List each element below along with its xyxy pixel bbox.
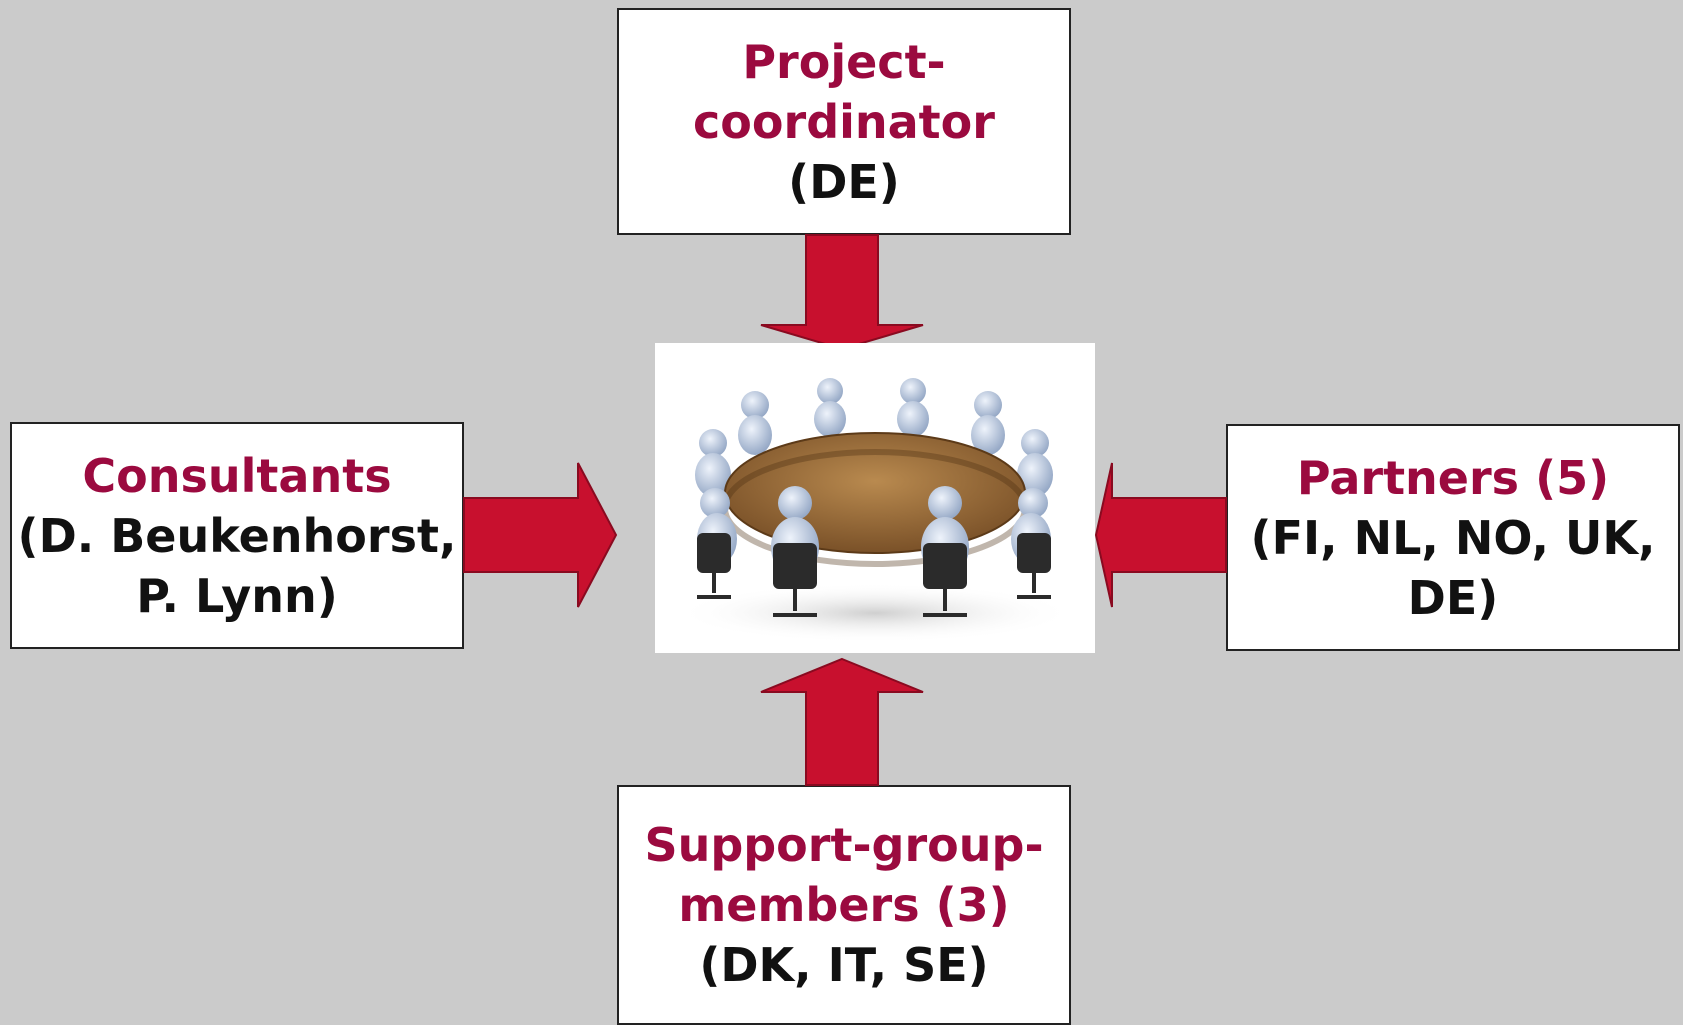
support-group-label-line1: Support-group- — [644, 818, 1044, 872]
arrow-left-icon — [1094, 462, 1227, 608]
consultants-box: Consultants (D. Beukenhorst, P. Lynn) — [10, 422, 464, 649]
arrow-right-icon — [463, 462, 618, 608]
project-coordinator-label-line2: coordinator — [693, 94, 995, 149]
consultants-names-line2: P. Lynn) — [136, 568, 338, 623]
support-group-box: Support-group- members (3) (DK, IT, SE) — [617, 785, 1071, 1025]
partners-box: Partners (5) (FI, NL, NO, UK, DE) — [1226, 424, 1680, 651]
partners-countries: (FI, NL, NO, UK, DE) — [1250, 510, 1656, 625]
consultants-names-line1: (D. Beukenhorst, — [17, 508, 457, 563]
partners-label: Partners (5) — [1296, 450, 1610, 505]
consultants-label: Consultants — [82, 448, 392, 503]
project-coordinator-box: Project- coordinator (DE) — [617, 8, 1071, 235]
support-group-label-line2: members (3) — [678, 878, 1010, 932]
round-table-meeting-icon — [655, 343, 1095, 653]
arrow-up-icon — [760, 657, 924, 786]
arrow-down-icon — [760, 234, 924, 351]
project-coordinator-country: (DE) — [788, 154, 900, 209]
project-coordinator-label-line1: Project- — [742, 34, 946, 89]
support-group-countries: (DK, IT, SE) — [699, 938, 989, 992]
